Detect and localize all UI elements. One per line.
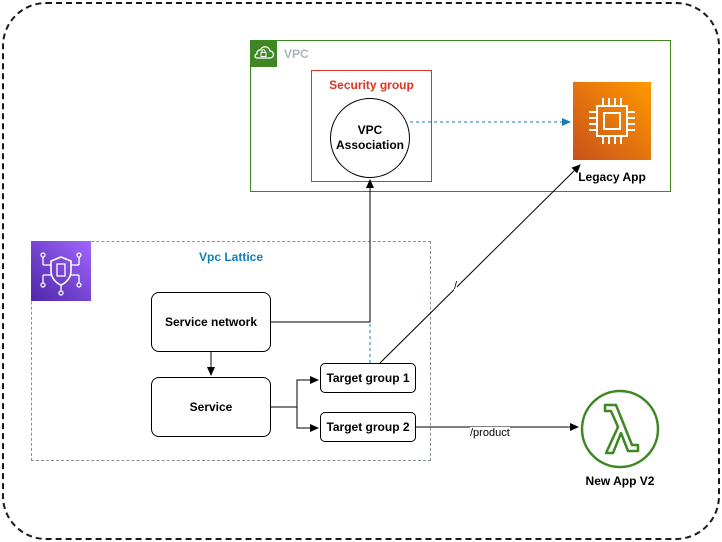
- security-group-label: Security group: [329, 78, 414, 92]
- edge-network-association: [271, 179, 374, 323]
- lambda-icon[interactable]: [580, 389, 660, 469]
- service-label: Service: [189, 400, 233, 414]
- edge-service-tg2: [271, 406, 319, 432]
- target-group-1-node[interactable]: Target group 1: [320, 363, 416, 393]
- edge-label-legacy-route: /: [454, 280, 458, 292]
- vpc-cloud-lock-icon: [250, 40, 277, 67]
- ec2-instance-icon[interactable]: [573, 82, 651, 160]
- new-app-label: New App V2: [585, 474, 655, 488]
- target-group-2-node[interactable]: Target group 2: [320, 412, 416, 442]
- edge-service-tg1: [271, 376, 319, 408]
- vpc-lattice-group: [31, 241, 431, 461]
- vpc-group: [250, 40, 671, 192]
- vpc-lattice-label: Vpc Lattice: [198, 250, 264, 264]
- service-network-label: Service network: [164, 315, 258, 329]
- vpc-association-label: VPC Association: [335, 123, 404, 152]
- edge-tg1-legacy: [379, 164, 581, 364]
- edge-label-product-route: /product: [470, 427, 510, 439]
- vpc-label: VPC: [284, 47, 309, 61]
- target-group-2-label: Target group 2: [326, 420, 410, 434]
- legacy-app-label: Legacy App: [578, 170, 646, 184]
- service-network-node[interactable]: Service network: [151, 292, 271, 352]
- vpc-association-node[interactable]: VPC Association: [330, 98, 410, 178]
- target-group-1-label: Target group 1: [326, 371, 410, 385]
- service-node[interactable]: Service: [151, 377, 271, 437]
- vpc-lattice-icon: [31, 241, 91, 301]
